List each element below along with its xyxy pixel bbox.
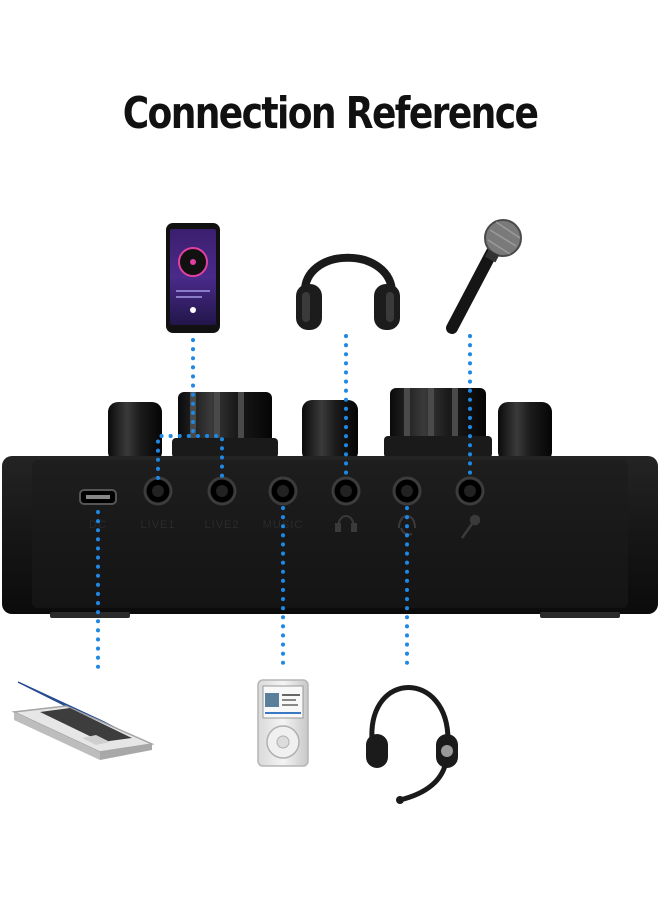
jack-port-icon xyxy=(268,476,298,506)
volume-knob xyxy=(108,402,162,462)
jack-port-icon xyxy=(207,476,237,506)
jack-port-icon xyxy=(331,476,361,506)
smartphone-icon xyxy=(166,223,220,333)
port-label-live2: LIVE2 xyxy=(205,519,240,531)
live-knob xyxy=(172,392,278,460)
port-label-dc: DC xyxy=(89,519,107,531)
connector-lines xyxy=(96,334,472,674)
headphone-symbol-icon xyxy=(335,515,357,532)
mic-knob xyxy=(384,388,492,458)
connector-live-split xyxy=(156,434,224,480)
jack-port-icon xyxy=(392,476,422,506)
laptop-icon xyxy=(11,681,155,760)
port-label-live1: LIVE1 xyxy=(141,519,176,531)
microphone-symbol-icon xyxy=(460,514,481,539)
jack-port-icon xyxy=(143,476,173,506)
headset-icon xyxy=(366,685,458,804)
sound-card-device: DC LIVE1 LIVE2 MUSIC xyxy=(2,388,658,618)
music-player-icon xyxy=(257,679,309,767)
headphones-icon xyxy=(296,253,400,330)
microphone-icon xyxy=(446,219,522,334)
effect-knob xyxy=(498,402,552,462)
usb-port-icon xyxy=(79,489,117,505)
jack-port-icon xyxy=(455,476,485,506)
page-title: Connection Reference xyxy=(122,88,539,139)
music-knob xyxy=(302,400,358,462)
